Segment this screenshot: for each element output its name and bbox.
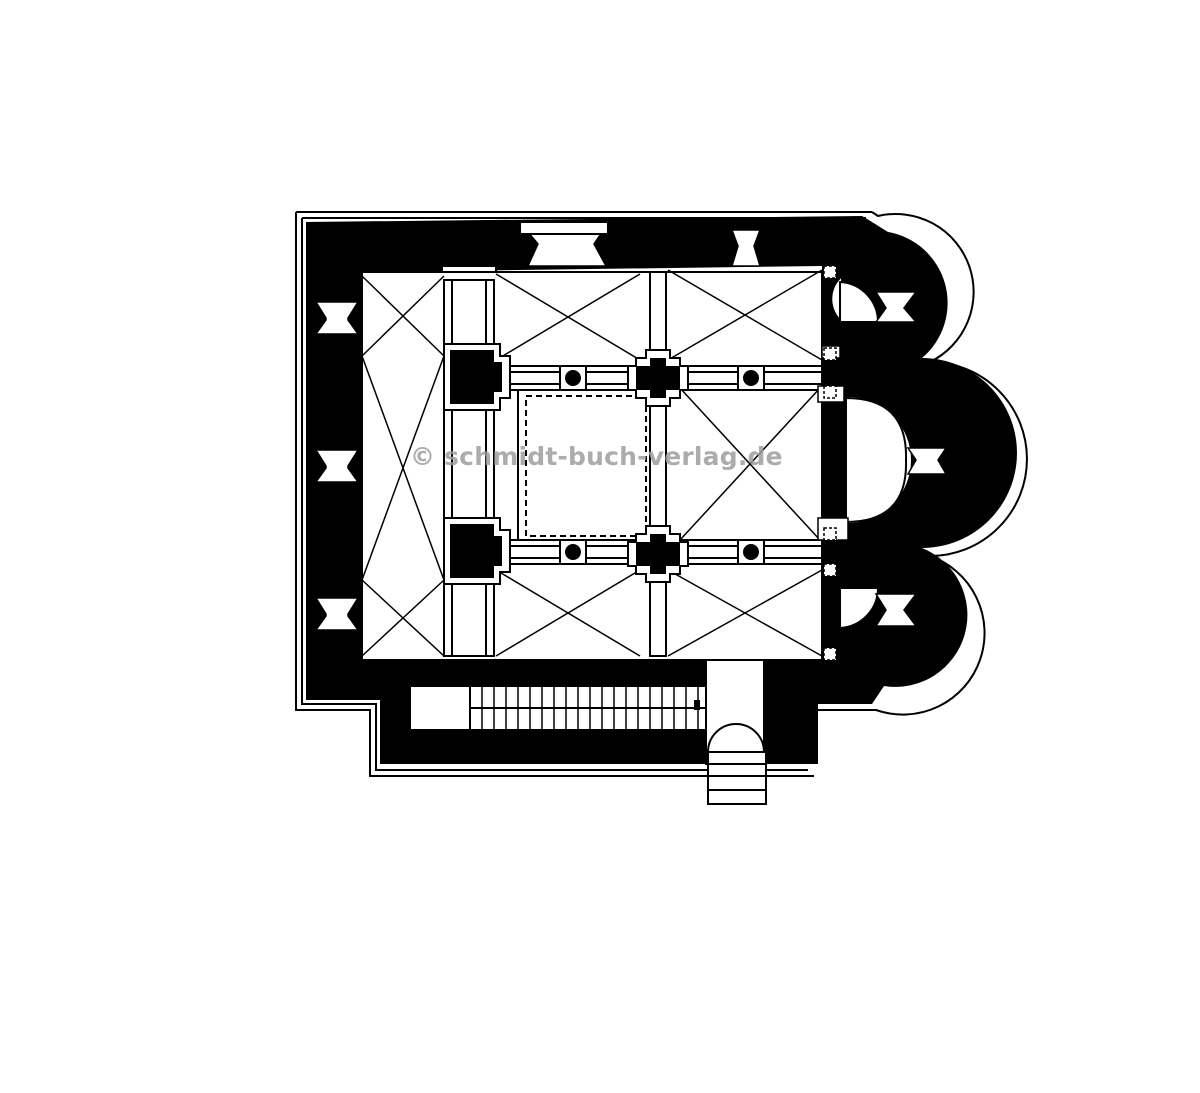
windows <box>314 229 948 631</box>
cross-piers <box>627 349 689 583</box>
main-apse <box>845 396 908 524</box>
outer-outline <box>295 211 872 777</box>
west-piers <box>443 343 511 585</box>
staircase <box>409 685 707 731</box>
south-porch <box>705 659 767 805</box>
crossing-dashed-square <box>525 395 647 537</box>
columns <box>559 365 765 565</box>
east-pilasters <box>817 265 849 661</box>
vault-lines <box>361 269 823 657</box>
south-apse-niche <box>839 587 880 630</box>
apse-outline <box>814 211 1028 716</box>
